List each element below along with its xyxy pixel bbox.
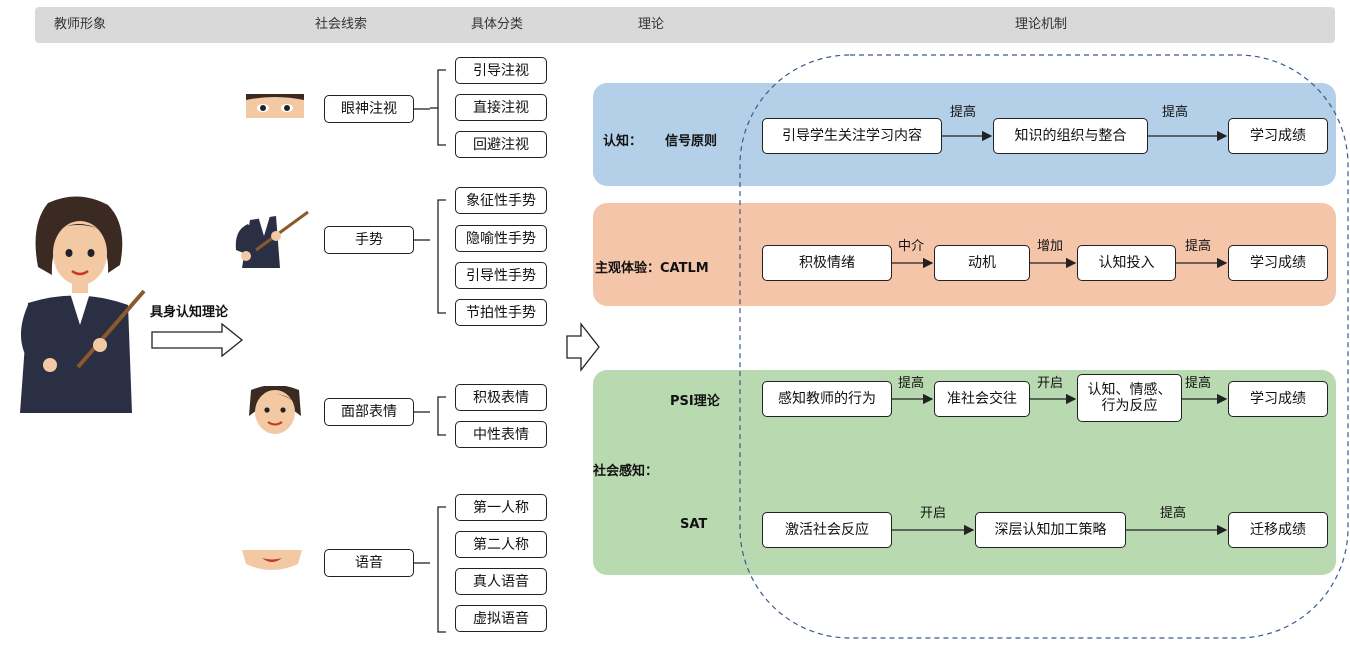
category-box: 引导注视: [455, 57, 547, 84]
embodied-cognition-label: 具身认知理论: [150, 305, 229, 320]
edge-label: 提高: [898, 376, 925, 391]
node-cognitive-engagement: 认知投入: [1077, 245, 1176, 281]
cue-voice: 语音: [324, 549, 414, 577]
label-psi-theory: PSI理论: [670, 394, 720, 409]
edge-label: 开启: [920, 506, 947, 521]
node-positive-emotion: 积极情绪: [762, 245, 892, 281]
category-box: 积极表情: [455, 384, 547, 411]
header-bar: [35, 7, 1335, 43]
category-box: 真人语音: [455, 568, 547, 595]
gesture-icon: [235, 210, 309, 268]
category-box: 第二人称: [455, 531, 547, 558]
category-box: 虚拟语音: [455, 605, 547, 632]
label-social-perception: 社会感知：: [593, 464, 659, 479]
block-arrow-right: [566, 322, 600, 372]
block-arrow-left: [151, 322, 244, 358]
cue-facial-expression: 面部表情: [324, 398, 414, 426]
category-box: 中性表情: [455, 421, 547, 448]
edge-label: 中介: [898, 239, 925, 254]
edge-label: 提高: [1162, 105, 1189, 120]
node-guide-attention: 引导学生关注学习内容: [762, 118, 942, 154]
node-activate-social-response: 激活社会反应: [762, 512, 892, 548]
category-box: 直接注视: [455, 94, 547, 121]
label-signaling-principle: 信号原则: [665, 134, 718, 149]
category-box: 引导性手势: [455, 262, 547, 289]
edge-label: 增加: [1037, 239, 1064, 254]
header-social-cues: 社会线索: [315, 17, 368, 32]
category-box: 第一人称: [455, 494, 547, 521]
node-transfer-performance: 迁移成绩: [1228, 512, 1328, 548]
facial-expression-icon: [249, 386, 301, 434]
edge-label: 提高: [1160, 506, 1187, 521]
edge-label: 提高: [1185, 239, 1212, 254]
eyes-icon: [246, 94, 304, 118]
node-perceive-teacher-behavior: 感知教师的行为: [762, 381, 892, 417]
category-box: 隐喻性手势: [455, 225, 547, 252]
node-learning-performance: 学习成绩: [1228, 381, 1328, 417]
cue-eye-gaze: 眼神注视: [324, 95, 414, 123]
voice-mouth-icon: [242, 550, 302, 570]
node-learning-performance: 学习成绩: [1228, 118, 1328, 154]
edge-label: 开启: [1037, 376, 1064, 391]
node-motivation: 动机: [934, 245, 1030, 281]
node-knowledge-organization: 知识的组织与整合: [993, 118, 1148, 154]
node-learning-performance: 学习成绩: [1228, 245, 1328, 281]
edge-label: 提高: [950, 105, 977, 120]
header-theory: 理论: [638, 17, 665, 32]
category-box: 象征性手势: [455, 187, 547, 214]
category-box: 节拍性手势: [455, 299, 547, 326]
label-catlm: 主观体验：CATLM: [595, 261, 709, 276]
teacher-illustration: [20, 196, 146, 413]
category-box: 回避注视: [455, 131, 547, 158]
label-sat: SAT: [680, 517, 708, 532]
edge-label: 提高: [1185, 376, 1212, 391]
header-mechanism: 理论机制: [1015, 17, 1068, 32]
node-cognitive-affective-behavioral: 认知、情感、 行为反应: [1077, 374, 1182, 422]
header-categories: 具体分类: [471, 17, 524, 32]
node-parasocial-interaction: 准社会交往: [934, 381, 1030, 417]
header-teacher-image: 教师形象: [54, 17, 107, 32]
node-deep-cognitive-processing: 深层认知加工策略: [975, 512, 1126, 548]
cue-gesture: 手势: [324, 226, 414, 254]
label-cognition: 认知：: [603, 134, 643, 149]
